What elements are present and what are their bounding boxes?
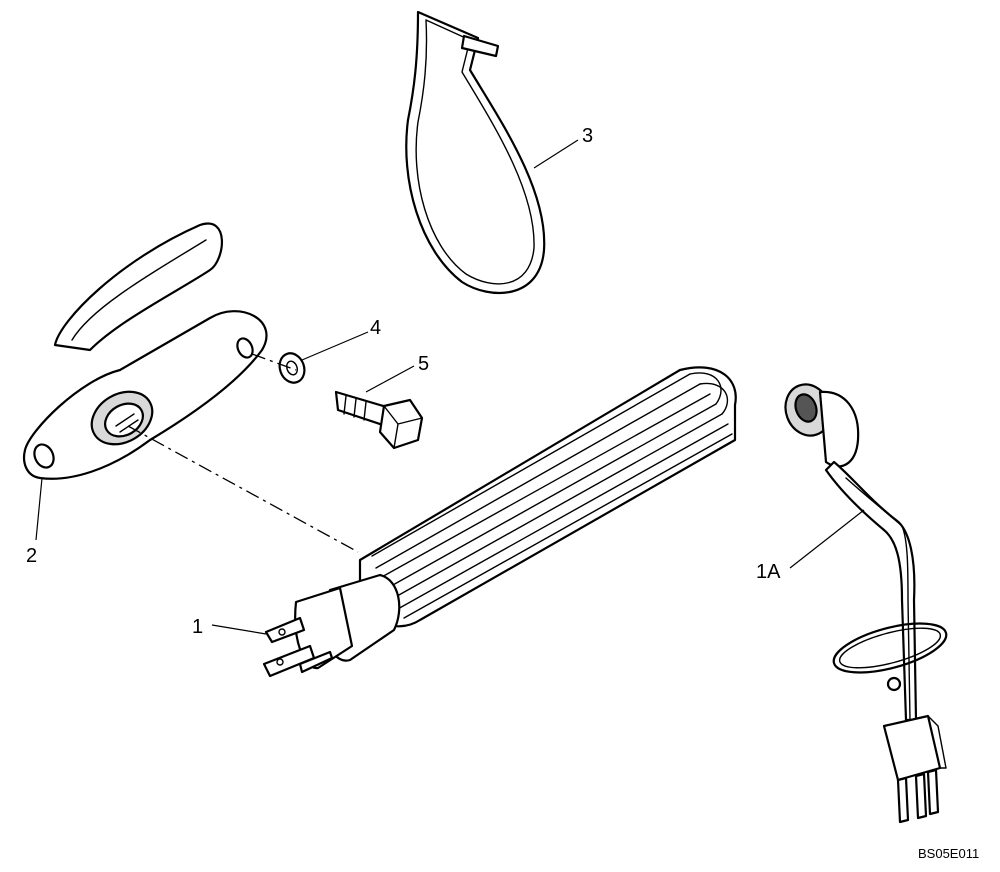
leader-2 [35, 477, 43, 541]
callout-washer: 4 [370, 317, 381, 339]
heater-element-part [262, 366, 737, 678]
assembly-line [127, 425, 359, 553]
callout-bolt: 5 [418, 353, 429, 375]
callout-adapter-flange: 2 [26, 545, 37, 567]
leader-5 [365, 365, 415, 393]
leader-1a [789, 509, 865, 569]
assembly-line-2 [251, 353, 297, 371]
power-cord-part [784, 383, 948, 824]
callout-power-cord: 1A [756, 561, 781, 583]
adapter-flange-part [23, 222, 268, 480]
leader-3 [533, 139, 579, 169]
washer-part [278, 352, 306, 384]
bolt-part [334, 390, 424, 450]
callout-heater-element: 1 [192, 616, 203, 638]
leader-4 [301, 331, 369, 361]
drawing-code: BS05E011 [918, 846, 979, 861]
callout-strap: 3 [582, 125, 593, 147]
strap-part [405, 10, 546, 294]
leader-1 [211, 624, 267, 635]
